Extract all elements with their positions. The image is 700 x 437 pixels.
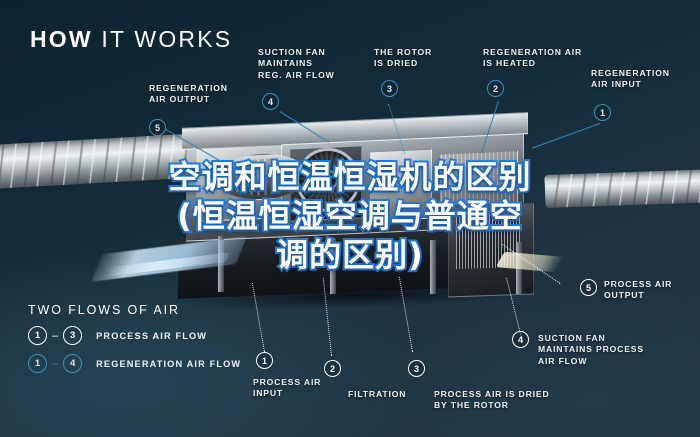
callout-label-regeneration-air-heated: REGENERATION AIR IS HEATED [483,47,583,69]
callout-label-process-air-output: PROCESS AIR OUTPUT [604,279,673,301]
callout-marker-rotor-is-dried[interactable]: 3 [381,80,398,97]
legend-row-process-air-flow[interactable]: 1 – 3 PROCESS AIR FLOW [28,326,241,345]
callout-marker-process-air-input[interactable]: 1 [256,352,273,369]
callout-label-process-air-dried: PROCESS AIR IS DRIED BY THE ROTOR [434,389,550,411]
callout-marker-filtration[interactable]: 2 [324,360,341,377]
callout-label-filtration: FILTRATION [348,389,407,399]
legend-marker-from: 1 [28,354,47,373]
callout-label-regeneration-air-input: REGENERATION AIR INPUT [591,68,670,90]
legend-row-regeneration-air-flow[interactable]: 1 – 4 REGENERATION AIR FLOW [28,354,241,373]
callout-marker-suction-fan-reg[interactable]: 4 [262,93,279,110]
callout-label-suction-fan-reg: SUCTION FAN MAINTAINS REG. AIR FLOW [258,47,335,80]
legend-label-regeneration-air-flow: REGENERATION AIR FLOW [96,358,242,369]
callout-marker-process-air-dried[interactable]: 3 [408,360,425,377]
overlay-headline: 空调和恒温恒湿机的区别 (恒温恒湿空调与普通空 调的区别) [0,156,700,276]
page-title: HOW IT WORKS [30,26,232,53]
dehumidifier-illustration [0,86,700,336]
callout-label-suction-fan-process: SUCTION FAN MAINTAINS PROCESS AIR FLOW [538,333,644,366]
callout-marker-regeneration-air-heated[interactable]: 2 [487,80,504,97]
callout-label-rotor-is-dried: THE ROTOR IS DRIED [374,47,433,69]
callout-marker-process-air-output[interactable]: 5 [580,279,597,296]
callout-marker-regeneration-air-input[interactable]: 1 [594,104,611,121]
legend-marker-to: 3 [63,326,83,345]
legend: TWO FLOWS OF AIR 1 – 3 PROCESS AIR FLOW … [28,303,241,382]
legend-marker-to: 4 [63,354,83,373]
overlay-headline-line-1: 空调和恒温恒湿机的区别 [166,156,532,198]
callout-label-process-air-input: PROCESS AIR INPUT [253,377,322,399]
legend-dash: – [52,357,59,370]
legend-label-process-air-flow: PROCESS AIR FLOW [96,330,208,341]
callout-label-regeneration-air-output: REGENERATION AIR OUTPUT [149,83,228,105]
page-title-bold: HOW [30,26,93,52]
overlay-headline-line-2: (恒温恒湿空调与普通空 [175,195,524,237]
legend-title: TWO FLOWS OF AIR [28,303,180,317]
callout-marker-suction-fan-process[interactable]: 4 [512,331,529,348]
overlay-headline-line-3: 调的区别) [274,234,425,276]
rotor-hub-icon [318,170,338,190]
callout-marker-regeneration-air-output[interactable]: 5 [149,119,166,136]
legend-marker-from: 1 [28,326,47,345]
legend-dash: – [52,329,59,342]
desiccant-rotor-icon [296,148,360,212]
page-title-light: IT WORKS [92,26,233,52]
